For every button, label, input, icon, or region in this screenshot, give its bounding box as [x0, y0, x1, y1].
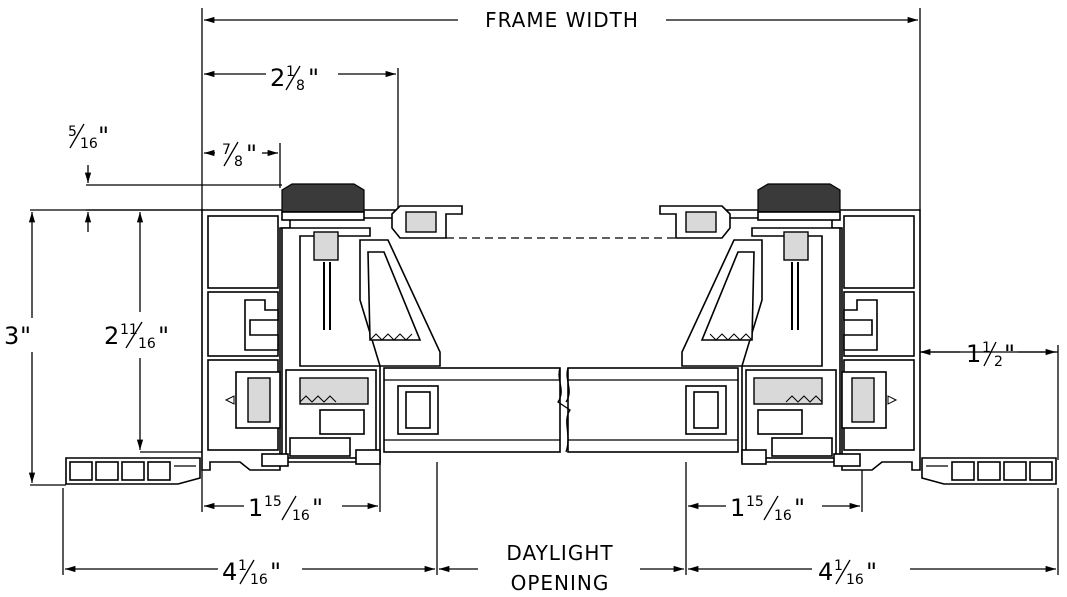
daylight-label-line1: DAYLIGHT: [506, 541, 613, 565]
dim-right-1-15-16: 1 15 16 ": [730, 494, 805, 524]
svg-text:": ": [312, 494, 323, 522]
svg-text:": ": [794, 494, 805, 522]
svg-text:11: 11: [120, 322, 138, 338]
svg-text:": ": [270, 558, 281, 586]
svg-text:8: 8: [234, 154, 243, 170]
dim-top-2-1-8: 2 1 8 ": [270, 64, 319, 94]
dim-right-1-1-2: 1 1 2 ": [966, 340, 1015, 370]
svg-text:": ": [308, 64, 319, 92]
svg-text:": ": [866, 558, 877, 586]
svg-text:8: 8: [296, 78, 305, 94]
left-frame-chamber-top: [207, 215, 279, 289]
svg-text:": ": [1004, 340, 1015, 368]
dimension-lines: [28, 16, 1056, 573]
svg-text:": ": [98, 122, 109, 150]
frame-width-label: FRAME WIDTH: [485, 8, 639, 32]
svg-text:16: 16: [250, 572, 268, 588]
svg-text:16: 16: [846, 572, 864, 588]
dim-right-4-1-16: 4 1 16 ": [818, 558, 877, 588]
dim-left-1-15-16: 1 15 16 ": [248, 494, 323, 524]
svg-text:16: 16: [138, 336, 156, 352]
dim-left-5-16: 5 16 ": [68, 122, 109, 152]
svg-text:1: 1: [982, 340, 991, 356]
left-top-cap: [281, 183, 365, 213]
dim-height-3: 3 ": [4, 322, 31, 350]
left-frame-profile: [65, 183, 463, 485]
svg-text:4: 4: [222, 558, 237, 586]
svg-text:2: 2: [104, 322, 119, 350]
svg-text:1: 1: [248, 494, 263, 522]
svg-text:16: 16: [774, 508, 792, 524]
svg-text:": ": [246, 140, 257, 168]
dim-left-7-8: 7 8 ": [222, 140, 257, 170]
svg-text:": ": [158, 322, 169, 350]
svg-text:1: 1: [238, 558, 247, 574]
insulated-glass-unit: [383, 367, 739, 453]
daylight-label-line2: OPENING: [511, 571, 610, 595]
dim-left-4-1-16: 4 1 16 ": [222, 558, 281, 588]
svg-text:15: 15: [746, 494, 764, 510]
svg-text:1: 1: [834, 558, 843, 574]
svg-text:4: 4: [818, 558, 833, 586]
svg-text:15: 15: [264, 494, 282, 510]
svg-text:1: 1: [286, 64, 295, 80]
svg-text:1: 1: [730, 494, 745, 522]
svg-text:16: 16: [80, 136, 98, 152]
svg-text:": ": [20, 322, 31, 350]
dimension-labels: FRAME WIDTH 2 1 8 " 5 16 " 7 8 " 3 ": [4, 8, 1015, 595]
extension-lines: [30, 8, 1059, 575]
svg-text:3: 3: [4, 322, 19, 350]
svg-text:1: 1: [966, 340, 981, 368]
svg-text:5: 5: [68, 124, 77, 140]
svg-text:2: 2: [270, 64, 285, 92]
svg-text:16: 16: [292, 508, 310, 524]
right-frame-profile: [659, 183, 1057, 485]
dim-height-2-11-16: 2 11 16 ": [104, 321, 169, 352]
svg-text:7: 7: [222, 142, 231, 158]
svg-text:2: 2: [994, 354, 1003, 370]
